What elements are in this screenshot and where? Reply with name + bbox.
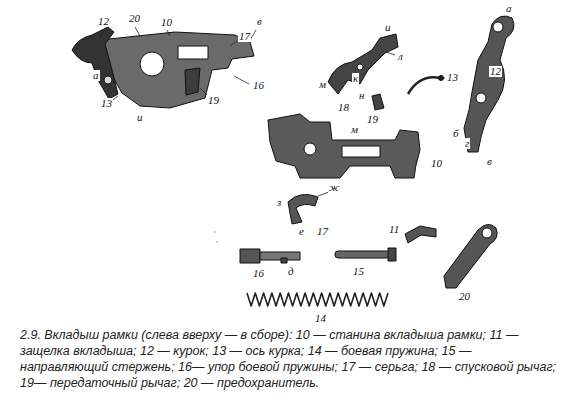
callout-letter: б (452, 128, 460, 139)
leader-line (200, 88, 207, 95)
callout-number: 13 (100, 98, 113, 109)
assembly-hole (140, 52, 164, 76)
leader-line (230, 41, 237, 46)
assembly-slot (178, 46, 208, 59)
spring-stop (281, 258, 287, 263)
leader-line (386, 52, 395, 55)
callout-number: 17 (316, 226, 329, 237)
insert-frame-slot (342, 146, 380, 157)
callout-letter: м (318, 79, 327, 90)
callout-number: 10 (160, 17, 173, 28)
guide-rod-head (388, 248, 396, 261)
leader-line (100, 30, 104, 38)
callout-letter: к (352, 73, 359, 84)
trigger-lever-hole (357, 64, 363, 70)
leader-line (234, 76, 249, 84)
trigger-lever (328, 34, 398, 94)
link (288, 194, 318, 224)
callout-letter: з (276, 197, 282, 208)
hammer-hole (476, 93, 486, 103)
hammer (464, 16, 514, 152)
callout-number: 20 (458, 291, 471, 302)
callout-number: 12 (489, 66, 502, 77)
callout-number: 15 (352, 266, 365, 277)
scan-mark (214, 232, 216, 233)
transfer-lever (372, 94, 384, 110)
callout-letter: в (486, 156, 493, 167)
leader-line (167, 30, 170, 36)
leader-line (442, 78, 445, 79)
callout-letter: л (397, 51, 404, 62)
safety-hole (482, 228, 492, 238)
callout-number: 19 (366, 114, 379, 125)
callout-letter: г (464, 138, 470, 149)
callout-number: 14 (314, 313, 327, 324)
insert-frame-hole (304, 143, 316, 155)
callout-number: 12 (97, 16, 110, 27)
guide-rod (335, 251, 390, 258)
callout-number: 20 (128, 13, 141, 24)
callout-letter: ж (328, 182, 340, 193)
assembly-hammer (72, 27, 118, 99)
insert-latch (405, 226, 436, 243)
callout-letter: а (92, 70, 100, 81)
hammer-hole (493, 22, 503, 32)
mainspring (247, 293, 388, 306)
assembly-frame (100, 32, 254, 108)
callout-number: 10 (430, 158, 443, 169)
callout-letter: н (358, 90, 365, 101)
callout-letter: а (505, 3, 513, 14)
callout-number: 16 (252, 268, 265, 279)
callout-letter: и (136, 112, 144, 123)
callout-letter: в (256, 16, 263, 27)
safety (444, 224, 497, 288)
callout-number: 16 (252, 80, 265, 91)
callout-number: 11 (388, 224, 400, 235)
assembly-axle (104, 76, 112, 84)
callout-number: 17 (238, 31, 251, 42)
leader-line (135, 27, 140, 36)
spring-coil (247, 293, 388, 306)
callout-letter: м (350, 124, 359, 135)
leader-line (113, 96, 118, 100)
callout-letter: е (298, 226, 305, 237)
scan-mark (216, 242, 218, 243)
spring-stop (240, 249, 260, 263)
spring-stop (260, 252, 300, 260)
insert-frame (268, 114, 420, 178)
callout-number: 13 (446, 72, 459, 83)
hammer-axle (408, 77, 440, 94)
assembly-lever (185, 68, 200, 95)
callout-number: 18 (337, 102, 350, 113)
figure-caption: 2.9. Вкладыш рамки (слева вверху — в сбо… (20, 327, 560, 391)
callout-letter: д (287, 266, 295, 277)
callout-number: 19 (207, 95, 220, 106)
callout-letter: и (384, 22, 392, 33)
